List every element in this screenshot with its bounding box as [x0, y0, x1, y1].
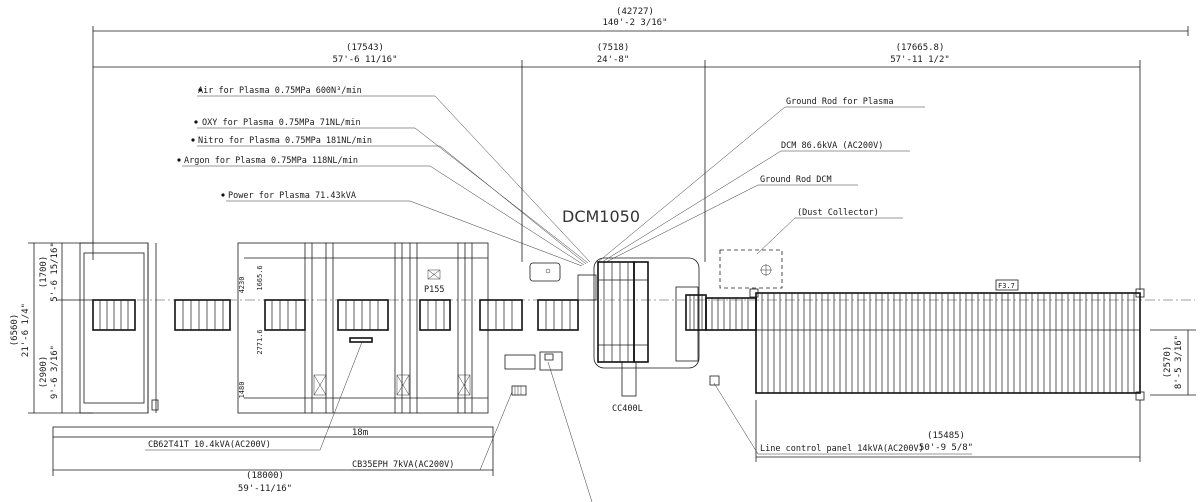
- left-total-imperial: 21'-6 1/4": [21, 303, 31, 357]
- roller-conveyor-1: [174, 299, 231, 331]
- br-metric: (15485): [927, 431, 965, 441]
- f37-label: F3.7: [998, 282, 1015, 290]
- callout-leaders: [145, 95, 972, 502]
- bar-18m: 18m: [352, 428, 368, 438]
- callout-bullets: [177, 88, 225, 197]
- left-imperial: 57'-6 11/16": [332, 55, 397, 65]
- cc400l-label: CC400L: [612, 404, 643, 414]
- br-imperial: 50'-9 5/8": [919, 443, 973, 453]
- left-lower-imperial: 9'-6 3/16": [50, 345, 60, 399]
- callout-dcm-power: DCM 86.6kVA (AC200V): [781, 141, 883, 151]
- overall-metric: (42727): [616, 7, 654, 17]
- bl-metric: (18000): [246, 471, 284, 481]
- right-height-dimension: (2570) 8'-5 3/16": [1150, 329, 1196, 396]
- left-total-metric: (6560): [10, 314, 20, 347]
- callout-labels: Air for Plasma 0.75MPa 600N³/min OXY for…: [148, 86, 924, 470]
- p155-unit: P155: [424, 269, 444, 295]
- segment-dimensions: (17543) 57'-6 11/16" (7518) 24'-8" (1766…: [93, 43, 1141, 290]
- inner-dim-3: 1480: [238, 382, 246, 399]
- callout-cb35: CB35EPH 7kVA(AC200V): [352, 460, 454, 470]
- left-height-dimensions: (6560) 21'-6 1/4" (1700) 5'-6 15/16" (29…: [10, 242, 93, 414]
- electrical-panels: [504, 351, 720, 396]
- middle-metric: (7518): [597, 43, 630, 53]
- inner-dim-2: 2771.6: [256, 329, 264, 354]
- bottom-right-dimension: (15485) 50'-9 5/8": [755, 400, 1141, 462]
- overall-dimension: (42727) 140'-2 3/16": [92, 7, 1189, 260]
- left-metric: (17543): [346, 43, 384, 53]
- right-imperial: 57'-11 1/2": [890, 55, 950, 65]
- callout-oxy: OXY for Plasma 0.75MPa 71NL/min: [202, 118, 361, 128]
- inner-dim-4: 4230: [238, 277, 246, 294]
- callout-cb62: CB62T41T 10.4kVA(AC200V): [148, 440, 271, 450]
- p155-label: P155: [424, 285, 444, 295]
- middle-imperial: 24'-8": [597, 55, 630, 65]
- bl-imperial: 59'-11/16": [238, 484, 292, 494]
- outfeed-conveyor: [675, 249, 783, 362]
- callout-ground-dcm: Ground Rod DCM: [760, 175, 832, 185]
- callout-line-panel: Line control panel 14kVA(AC200V): [760, 444, 924, 454]
- callout-ground-plasma: Ground Rod for Plasma: [786, 97, 893, 107]
- right-h-imperial: 8'-5 3/16": [1174, 335, 1184, 389]
- cross-transfer-section: 1665.6 2771.6 1480 4230: [237, 242, 489, 414]
- inner-dim-1: 1665.6: [256, 265, 264, 290]
- left-upper-metric: (1700): [39, 256, 49, 289]
- output-table: F3.7: [749, 279, 1145, 401]
- callout-air: Air for Plasma 0.75MPa 600N³/min: [198, 86, 362, 96]
- callout-nitro: Nitro for Plasma 0.75MPa 181NL/min: [198, 136, 372, 146]
- right-h-metric: (2570): [1163, 346, 1173, 379]
- callout-dust: (Dust Collector): [797, 208, 879, 218]
- roller-conveyor-2: [479, 299, 579, 331]
- left-upper-imperial: 5'-6 15/16": [50, 242, 60, 302]
- callout-argon: Argon for Plasma 0.75MPa 118NL/min: [184, 156, 358, 166]
- infeed-table: [79, 242, 159, 414]
- right-metric: (17665.8): [896, 43, 945, 53]
- callout-power: Power for Plasma 71.43kVA: [228, 191, 356, 201]
- machine-title: DCM1050: [562, 207, 640, 226]
- dcm1050-machine: DCM1050 CC400L: [529, 207, 700, 414]
- left-lower-metric: (2900): [39, 356, 49, 389]
- overall-imperial: 140'-2 3/16": [602, 18, 667, 28]
